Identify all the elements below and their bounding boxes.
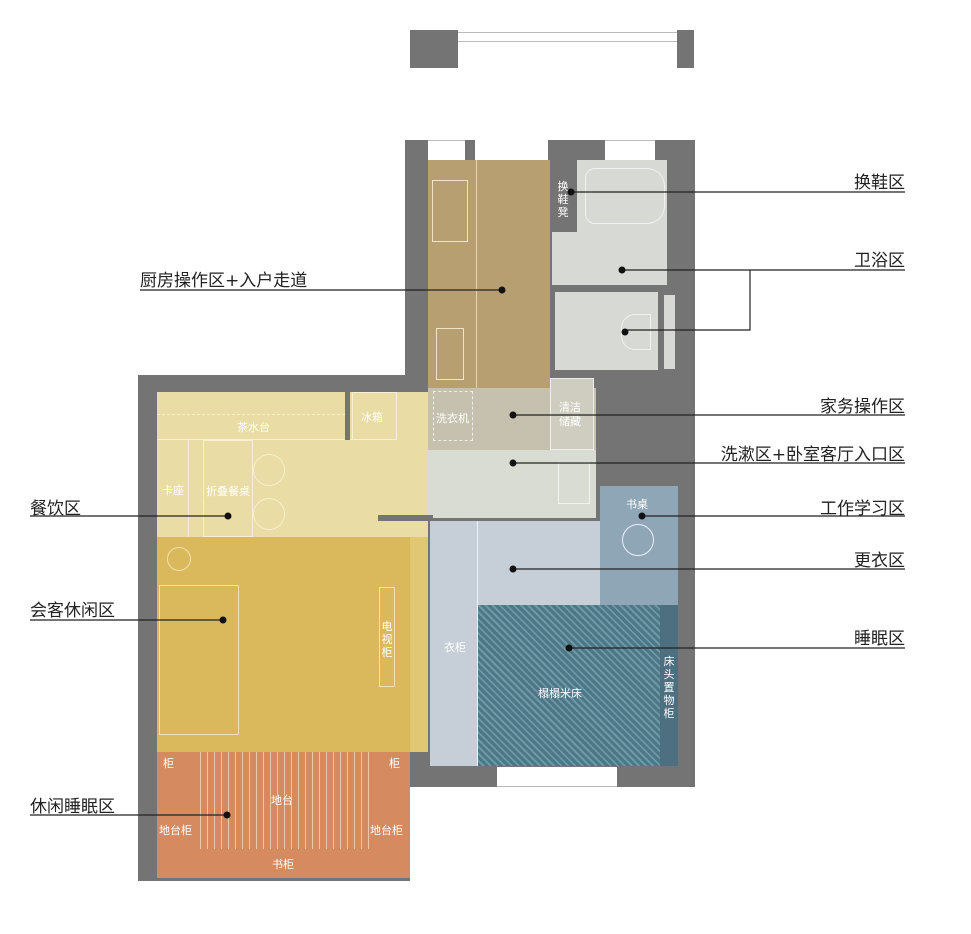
marker-dot xyxy=(509,459,517,467)
fridge-label: 冰箱 xyxy=(361,411,383,424)
sofa xyxy=(159,585,239,735)
counter-edge xyxy=(476,160,477,388)
tatami-bed-label: 榻榻米床 xyxy=(538,687,582,700)
wardrobe: 衣柜 xyxy=(430,521,478,766)
label-study-zone: 工作学习区 xyxy=(820,499,905,519)
stove-icon xyxy=(432,180,468,242)
fridge: 冰箱 xyxy=(352,392,397,440)
folding-table: 折叠餐桌 xyxy=(203,440,253,537)
living-zone: 电视柜 xyxy=(157,537,410,752)
marker-dot xyxy=(219,616,227,624)
bathtub-icon xyxy=(585,168,665,224)
window xyxy=(605,140,655,160)
partition xyxy=(345,392,350,440)
toilet-room xyxy=(555,292,658,370)
marker-dot xyxy=(638,512,646,520)
platform: 地台 xyxy=(194,752,374,849)
label-bathroom-zone: 卫浴区 xyxy=(854,251,905,271)
platform-cabinet-right-label: 地台柜 xyxy=(370,824,403,837)
label-wash-entry-zone: 洗漱区+卧室客厅入口区 xyxy=(720,445,905,465)
cleaning-storage: 清洁储藏 xyxy=(550,378,594,450)
wall xyxy=(378,515,433,521)
bookcase-label: 书柜 xyxy=(272,858,294,871)
window xyxy=(497,767,617,787)
wall xyxy=(410,30,458,68)
label-housework-zone: 家务操作区 xyxy=(820,397,905,417)
counter-edge xyxy=(157,439,352,440)
label-shoe-change-zone: 换鞋区 xyxy=(854,173,905,193)
washer: 洗衣机 xyxy=(433,391,473,441)
shoe-bench-label: 换鞋凳 xyxy=(557,180,569,219)
sink-icon xyxy=(436,328,464,380)
counter-line xyxy=(157,414,345,415)
chair-icon xyxy=(253,498,285,530)
label-dressing-zone: 更衣区 xyxy=(854,551,905,571)
platform-label: 地台 xyxy=(271,794,293,807)
wall xyxy=(677,30,694,68)
bedside-cabinet: 床头置物柜 xyxy=(660,605,678,766)
chair-icon xyxy=(253,454,285,486)
marker-dot xyxy=(223,811,231,819)
label-sleeping-zone: 睡眠区 xyxy=(854,629,905,649)
bath-zone xyxy=(577,160,667,285)
folding-table-label: 折叠餐桌 xyxy=(206,485,250,498)
marker-dot xyxy=(618,266,626,274)
desk: 书桌 xyxy=(600,486,678,605)
marker-dot xyxy=(498,286,506,294)
wall xyxy=(138,768,157,800)
marker-dot xyxy=(509,565,517,573)
label-kitchen-entry-zone: 厨房操作区+入户走道 xyxy=(140,271,308,291)
platform-zone: 柜 柜 地台 地台柜 地台柜 书柜 xyxy=(157,752,410,878)
marker-dot xyxy=(509,411,517,419)
booth: 卡座 xyxy=(157,440,189,537)
tatami-bed: 榻榻米床 xyxy=(478,605,660,766)
chair-icon xyxy=(622,524,654,556)
shelf xyxy=(664,295,675,369)
bedside-cabinet-label: 床头置物柜 xyxy=(663,655,675,720)
shoe-bench: 换鞋凳 xyxy=(552,160,576,232)
entry-door xyxy=(475,140,548,160)
cleaning-storage-label: 清洁储藏 xyxy=(559,401,581,428)
label-dining-zone: 餐饮区 xyxy=(30,499,81,519)
label-living-zone: 会客休闲区 xyxy=(30,601,115,621)
marker-dot xyxy=(567,188,575,196)
dining-zone: 茶水台 冰箱 卡座 折叠餐桌 xyxy=(157,392,428,537)
marker-dot xyxy=(224,512,232,520)
platform-cabinet-left-label: 地台柜 xyxy=(159,824,192,837)
label-leisure-sleep-zone: 休闲睡眠区 xyxy=(30,797,115,817)
marker-dot xyxy=(565,644,573,652)
wardrobe-label: 衣柜 xyxy=(444,641,466,654)
lamp-icon xyxy=(167,547,191,571)
bath-zone-part xyxy=(552,232,577,285)
washer-label: 洗衣机 xyxy=(436,412,469,425)
exterior xyxy=(410,787,700,934)
booth-label: 卡座 xyxy=(162,484,184,497)
kitchen-zone xyxy=(428,160,550,388)
window xyxy=(428,140,465,160)
window xyxy=(458,32,677,42)
marker-dot xyxy=(621,328,629,336)
tv-cabinet: 电视柜 xyxy=(379,587,395,687)
cabinet-left-label: 柜 xyxy=(163,757,174,770)
cabinet-right-label: 柜 xyxy=(389,757,400,770)
desk-label: 书桌 xyxy=(626,498,648,511)
tv-cabinet-label: 电视柜 xyxy=(381,620,393,659)
tea-counter-label: 茶水台 xyxy=(237,421,270,434)
